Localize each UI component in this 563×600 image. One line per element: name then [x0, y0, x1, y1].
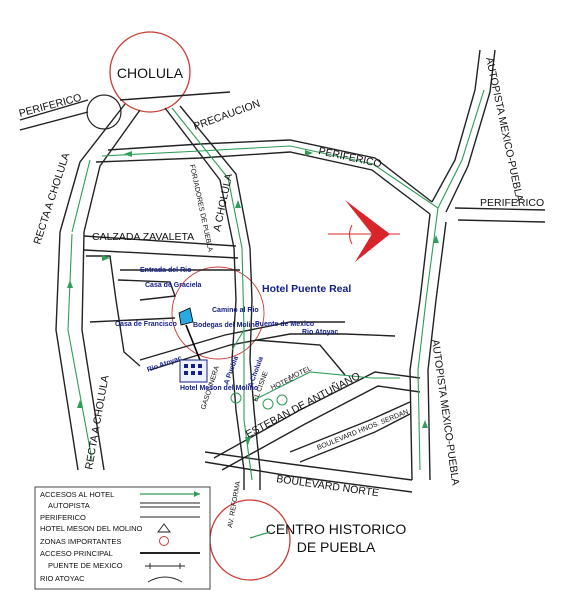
hotel-access-routes — [67, 89, 485, 481]
hotel-thumbnail-icon — [184, 364, 202, 375]
camino-label: Camino al Rio — [212, 307, 259, 314]
legend-puente-label: PUENTE DE MEXICO — [48, 561, 123, 570]
puente-mexico-label: Puente de Mexico — [255, 321, 314, 328]
recta-cholula-lower-label: RECTA A CHOLULA — [83, 374, 111, 470]
legend-accesos-label: ACCESOS AL HOTEL — [40, 490, 114, 499]
cholula-label: CHOLULA — [117, 65, 184, 81]
centro-pointer-arrow — [249, 531, 271, 539]
precaucion-label: PRECAUCION — [192, 98, 262, 133]
periferico-mid-label: PERIFERICO — [317, 145, 382, 170]
av-reforma-label: AV. REFORMA — [227, 480, 242, 528]
cholula-zone-circle — [109, 31, 191, 113]
map-legend: ACCESOS AL HOTEL AUTOPISTA PERIFERICO HO… — [34, 486, 211, 590]
legend-rio-label: RIO ATOYAC — [40, 574, 85, 583]
a-cholula-label: A CHOLULA — [211, 172, 235, 232]
hotel-zone-circle — [171, 266, 265, 360]
recta-cholula-upper-label: RECTA A CHOLULA — [31, 151, 72, 246]
hotel-meson-marker — [178, 307, 194, 326]
a-puebla-label: A Puebla — [223, 355, 240, 385]
road-network — [19, 49, 546, 493]
route-direction-arrows — [67, 150, 439, 445]
entrada-rio-label: Entrada del Rio — [140, 267, 191, 274]
blvd-norte-label: BOULEVARD NORTE — [276, 473, 380, 499]
rio-atoyac-right-label: Rio Atoyac — [302, 329, 338, 336]
motel-roundabout-icon — [276, 394, 288, 406]
hotel-roundabout-icon — [262, 398, 274, 410]
hotel-meson-small-label: Hotel Meson del Molino — [180, 385, 258, 392]
gasolinera-roundabout-icon — [230, 392, 242, 404]
legend-autopista-label: AUTOPISTA — [48, 501, 90, 510]
hotel-pointer-line — [185, 324, 201, 361]
hotel-puente-real-label: Hotel Puente Real — [262, 283, 351, 295]
bodegas-label: Bodegas del Molino — [193, 322, 259, 329]
periferico-right-label: PERIFERICO — [480, 197, 544, 209]
autopista-top-label: AUTOPISTA MEXICO-PUEBLA — [483, 56, 525, 203]
legend-hotel-label: HOTEL MESON DEL MOLINO — [40, 524, 143, 533]
motel-label: MOTEL — [288, 365, 313, 382]
casa-graciela-label: Casa de Graciela — [145, 282, 202, 289]
casa-francisco-label: Casa de Francisco — [115, 321, 177, 328]
legend-zonas-label: ZONAS IMPORTANTES — [40, 537, 121, 546]
centro-zone-circle — [209, 499, 291, 581]
blvd-hnos-label: BOULEVARD HNOS. SERDAN — [316, 409, 409, 452]
centro-historico-line1: CENTRO HISTORICO — [266, 521, 407, 537]
autopista-bottom-label: AUTOPISTA MEXICO-PUEBLA — [429, 339, 461, 486]
roundabout-circle — [86, 94, 122, 130]
legend-acceso-label: ACCESO PRINCIPAL — [40, 549, 113, 558]
legend-periferico-label: PERIFERICO — [40, 513, 86, 522]
centro-historico-line2: DE PUEBLA — [297, 539, 376, 555]
rio-atoyac-left-label: Rio Atoyac — [146, 355, 183, 374]
compass-north-arrow — [328, 200, 400, 262]
calzada-zavaleta-label: CALZADA ZAVALETA — [92, 231, 194, 243]
